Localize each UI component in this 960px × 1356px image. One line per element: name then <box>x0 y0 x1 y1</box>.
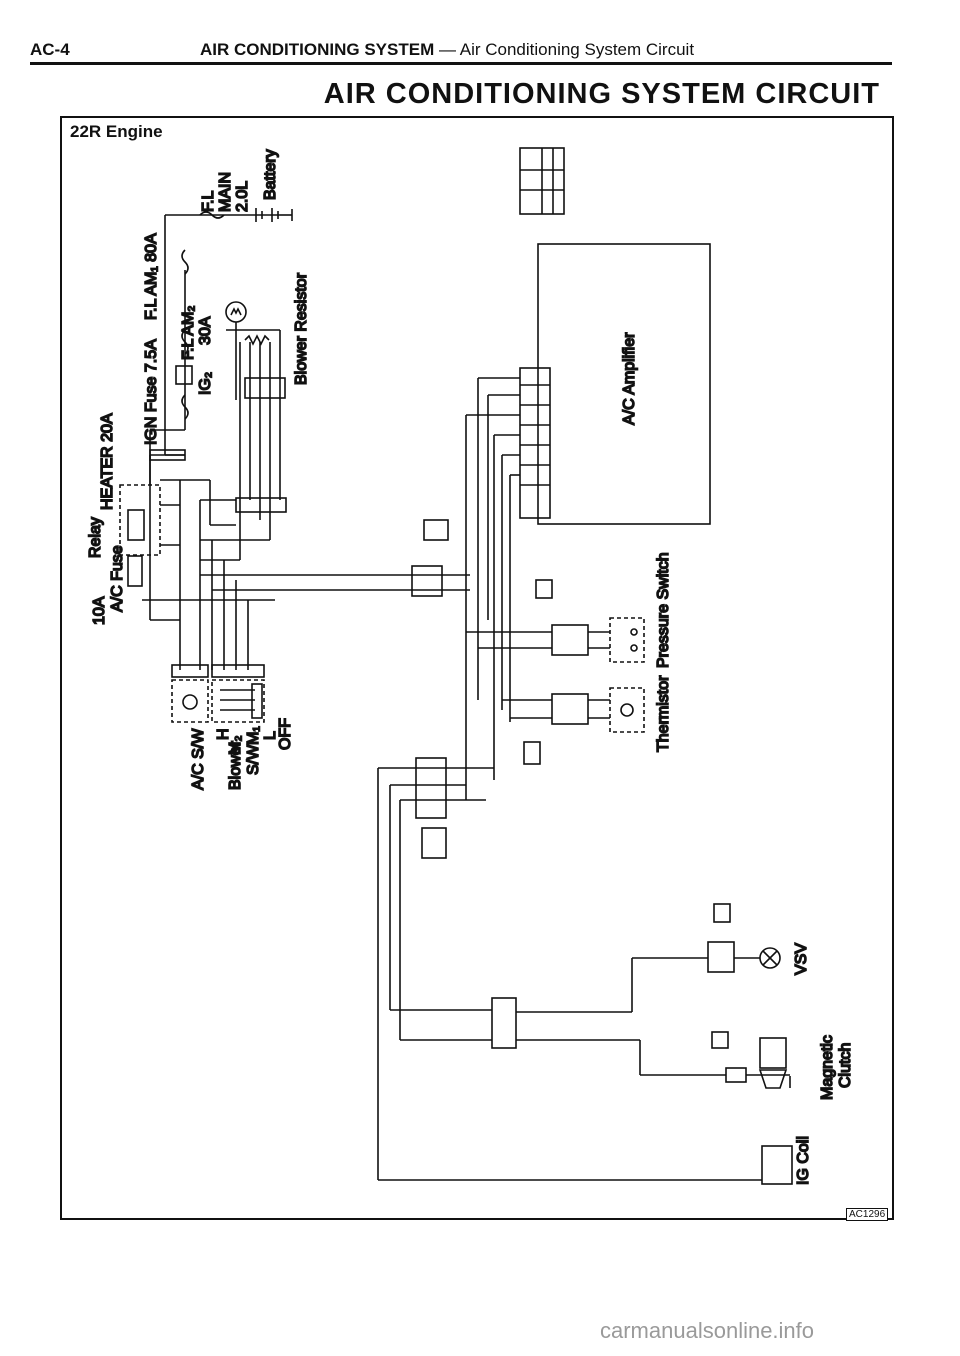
label-sw-off: OFF <box>277 718 294 750</box>
vsv-icon <box>707 903 781 973</box>
thermistor-wiring <box>502 699 610 719</box>
label-thermistor: Thermistor <box>655 675 672 752</box>
label-2-0l: 2.0L <box>234 181 251 212</box>
label-ac-sw: A/C S/W <box>190 728 207 790</box>
clutch-wiring <box>516 1039 790 1076</box>
section-title: AIR CONDITIONING SYSTEM <box>200 40 435 59</box>
label-blower: Blower <box>227 740 244 790</box>
label-battery: Battery <box>262 149 279 200</box>
blower-motor-icon <box>225 301 247 323</box>
label-sw-m1: M₁ <box>245 726 262 745</box>
fusible-link-main-icon <box>199 211 225 219</box>
ac-amplifier-box <box>519 243 711 525</box>
label-sw: S/W <box>245 744 262 775</box>
page-number: AC-4 <box>30 40 70 59</box>
engine-label: 22R Engine <box>70 122 163 141</box>
label-sw-m2: M₂ <box>227 735 244 755</box>
ac-fuse-icon <box>127 555 143 587</box>
label-ac-fuse: A/C Fuse <box>109 545 126 612</box>
label-ig2: IG₂ <box>197 372 214 395</box>
label-30a: 30A <box>197 316 214 345</box>
label-heater: HEATER 20A <box>99 413 116 510</box>
pressure-switch-wiring <box>466 631 610 649</box>
pressure-switch-icon <box>535 579 645 663</box>
diagram-title: AIR CONDITIONING SYSTEM CIRCUIT <box>323 78 880 110</box>
fusible-link-am2-icon <box>181 329 189 355</box>
center-connector-icon <box>411 519 449 597</box>
relay-icon <box>119 449 186 556</box>
section-subtitle: — Air Conditioning System Circuit <box>434 40 695 59</box>
ac-switch-icon <box>171 664 209 723</box>
watermark: carmanualsonline.info <box>600 1318 815 1343</box>
label-sw-l: L <box>262 731 279 740</box>
label-fl-am2: F.L AM₂ <box>180 305 197 360</box>
blower-wiring <box>199 322 287 670</box>
ign-fuse-icon <box>181 394 189 420</box>
label-10a: 10A <box>91 596 108 625</box>
label-clutch: Clutch <box>837 1043 854 1088</box>
relay-wiring <box>142 479 470 670</box>
label-pressure-switch: Pressure Switch <box>655 552 672 668</box>
label-main: MAIN <box>217 172 234 212</box>
label-fl: F.L <box>200 191 217 212</box>
label-sw-h: H <box>215 728 232 740</box>
section-heading: AIR CONDITIONING SYSTEM — Air Conditioni… <box>200 40 694 60</box>
amplifier-connector-icon <box>519 147 565 215</box>
blower-resistor-icon <box>244 334 286 399</box>
label-ign-fuse: IGN Fuse 7.5A <box>143 339 160 445</box>
label-relay: Relay <box>87 517 104 558</box>
label-ig-coil: IG Coil <box>795 1136 812 1185</box>
magnetic-clutch-icon <box>711 1031 791 1089</box>
thermistor-icon <box>523 687 645 765</box>
header-rule <box>30 62 892 65</box>
lower-connector-icon <box>415 757 447 859</box>
amplifier-wiring <box>465 377 520 800</box>
label-vsv: VSV <box>793 943 810 975</box>
ig2-switch-icon <box>175 365 193 385</box>
label-blower-resistor: Blower Resistor <box>293 272 310 385</box>
label-magnetic: Magnetic <box>819 1035 836 1100</box>
lower-wiring <box>377 767 762 1181</box>
vsv-wiring <box>516 957 760 1013</box>
fusible-link-am1-icon <box>181 249 189 275</box>
battery-icon <box>255 208 293 222</box>
ig-coil-icon <box>761 1145 793 1185</box>
diagram-frame <box>60 116 894 1220</box>
bottom-connector-icon <box>491 997 517 1049</box>
label-fl-am1: F.L AM₁ 80A <box>143 233 160 320</box>
label-ac-amplifier: A/C Amplifier <box>621 332 638 425</box>
blower-switch-icon <box>211 664 265 723</box>
figure-number: AC1296 <box>846 1208 889 1221</box>
